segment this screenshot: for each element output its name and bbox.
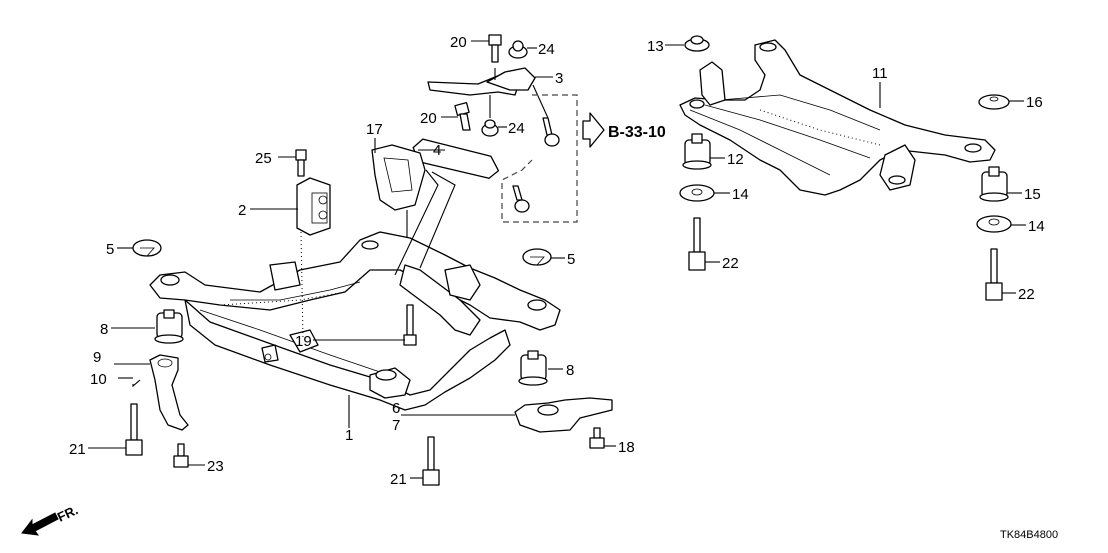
bolt-20-lower[interactable] — [454, 101, 471, 131]
callout-labels: 20 24 3 20 24 17 4 25 2 5 5 8 9 10 21 23… — [69, 34, 1045, 488]
bolt-18[interactable] — [589, 427, 605, 449]
bolt-23[interactable] — [173, 443, 189, 468]
mount-2[interactable] — [296, 177, 331, 341]
bushing-12[interactable] — [682, 133, 712, 170]
callout-4: 4 — [433, 142, 441, 159]
callout-5-left: 5 — [106, 241, 114, 258]
bracket-3[interactable] — [427, 67, 536, 96]
callout-11: 11 — [872, 65, 888, 82]
bushing-15[interactable] — [979, 166, 1009, 202]
bolt-20-top[interactable] — [488, 34, 502, 63]
callout-25: 25 — [255, 150, 272, 167]
callout-12: 12 — [727, 151, 744, 168]
cap-5-right[interactable] — [522, 248, 552, 266]
bracket-9-10[interactable] — [132, 354, 189, 431]
callout-10: 10 — [90, 371, 107, 388]
callout-3: 3 — [555, 70, 563, 87]
bracket-6-7[interactable] — [514, 397, 613, 433]
mount-17[interactable] — [371, 144, 426, 238]
callout-23: 23 — [207, 458, 224, 475]
bolt-19[interactable] — [403, 304, 417, 346]
callout-21-left: 21 — [69, 441, 86, 458]
callout-20-lower: 20 — [420, 110, 437, 127]
callout-20-top: 20 — [450, 34, 467, 51]
nut-24-lower[interactable] — [481, 119, 499, 137]
washer-14-left[interactable] — [679, 184, 715, 202]
callout-7: 7 — [392, 417, 400, 434]
front-direction-indicator: FR. — [21, 502, 80, 536]
callout-9: 9 — [93, 349, 101, 366]
callout-1: 1 — [345, 427, 353, 444]
callout-14-right: 14 — [1028, 218, 1045, 235]
callout-13: 13 — [647, 38, 664, 55]
bolt-bracket-upper[interactable] — [542, 117, 560, 147]
diagram-code: TK84B4800 — [1000, 529, 1058, 541]
leader-lines — [88, 40, 1026, 479]
bolt-bracket-lower[interactable] — [512, 185, 530, 213]
bolt-21-left[interactable] — [125, 403, 143, 456]
callout-17: 17 — [366, 121, 383, 138]
front-arrow-icon — [21, 512, 59, 536]
callout-22-right: 22 — [1018, 286, 1035, 303]
bolt-22-left[interactable] — [688, 217, 706, 271]
callout-14-left: 14 — [732, 186, 749, 203]
stopper-13[interactable] — [684, 35, 710, 52]
reference-arrow[interactable]: B-33-10 — [582, 112, 666, 148]
bolt-21-right[interactable] — [422, 436, 440, 486]
cap-5-left[interactable] — [132, 239, 162, 257]
callout-6: 6 — [392, 400, 400, 417]
callout-5-right: 5 — [567, 251, 575, 268]
front-subframe[interactable] — [149, 231, 561, 411]
callout-19: 19 — [295, 333, 312, 350]
rear-subframe[interactable] — [679, 39, 996, 196]
front-label: FR. — [55, 502, 80, 524]
stopper-16[interactable] — [978, 94, 1010, 110]
callout-24-top: 24 — [538, 41, 555, 58]
callout-8-right: 8 — [566, 362, 574, 379]
bushing-8-right[interactable] — [518, 350, 548, 386]
callout-21-right: 21 — [390, 471, 407, 488]
callout-8-left: 8 — [100, 321, 108, 338]
callout-15: 15 — [1024, 186, 1041, 203]
bolt-25[interactable] — [295, 149, 307, 177]
nut-24-top[interactable] — [508, 40, 528, 59]
callout-16: 16 — [1026, 94, 1043, 111]
callout-2: 2 — [238, 202, 246, 219]
bolt-22-right[interactable] — [985, 248, 1003, 301]
bushing-8-left[interactable] — [154, 309, 184, 344]
washer-14-right[interactable] — [976, 215, 1012, 233]
dashed-group-box — [501, 94, 578, 223]
callout-22-left: 22 — [722, 255, 739, 272]
reference-label[interactable]: B-33-10 — [608, 124, 666, 141]
callout-24-lower: 24 — [508, 120, 525, 137]
callout-18: 18 — [618, 439, 635, 456]
